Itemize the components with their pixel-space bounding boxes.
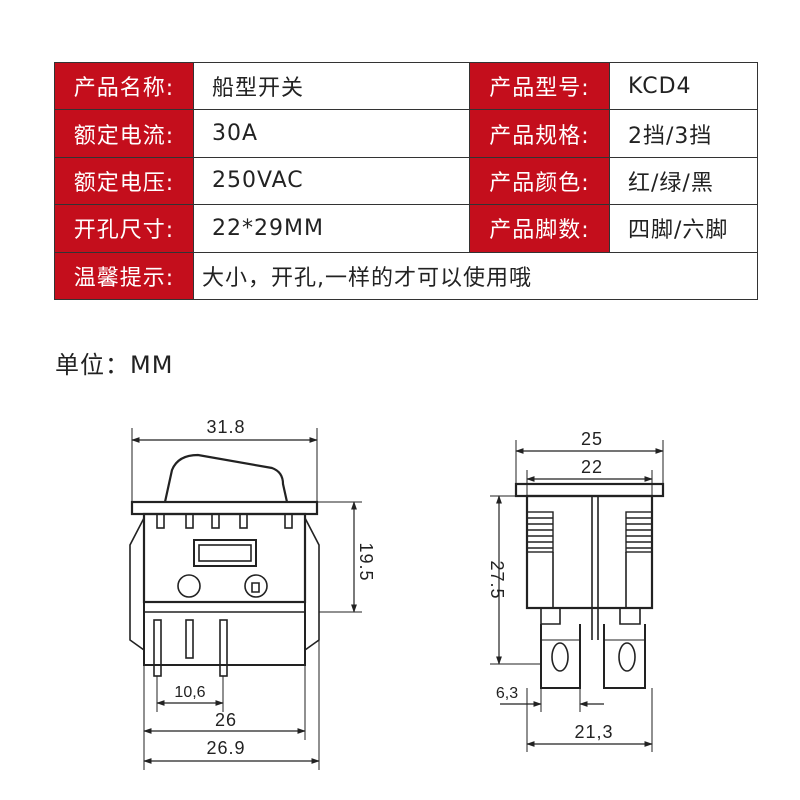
terminal-hole bbox=[551, 642, 569, 672]
dim-21-3: 21,3 bbox=[574, 722, 613, 742]
value-rated-voltage: 250VAC bbox=[193, 156, 470, 206]
label-spec: 产品规格: bbox=[469, 109, 610, 158]
dim-6-3: 6,3 bbox=[496, 685, 518, 702]
dim-26: 26 bbox=[215, 710, 237, 730]
value-tip: 大小，开孔,一样的才可以使用哦 bbox=[193, 251, 758, 301]
table-row: 额定电流: 30A 产品规格: 2挡/3挡 bbox=[54, 109, 758, 158]
value-product-name: 船型开关 bbox=[193, 61, 470, 111]
value-color: 红/绿/黑 bbox=[609, 156, 758, 206]
indicator-window-inner bbox=[198, 544, 252, 562]
side-view: 25 22 27.5 6,3 21,3 bbox=[487, 429, 665, 752]
label-product-name: 产品名称: bbox=[54, 61, 194, 111]
base-step bbox=[619, 608, 641, 625]
base-step bbox=[540, 608, 561, 625]
terminal-hole bbox=[618, 642, 636, 672]
dim-26-9: 26.9 bbox=[206, 738, 245, 758]
flange bbox=[130, 500, 319, 516]
slot bbox=[211, 513, 220, 529]
label-cutout-size: 开孔尺寸: bbox=[54, 204, 194, 253]
ribbed-clip-right bbox=[625, 511, 653, 553]
dim-19-5: 19.5 bbox=[356, 542, 376, 581]
mount-hole-square bbox=[251, 582, 260, 593]
table-row: 额定电压: 250VAC 产品颜色: 红/绿/黑 bbox=[54, 156, 758, 206]
slot bbox=[284, 513, 293, 529]
dim-10-6: 10,6 bbox=[174, 684, 205, 701]
switch-body bbox=[142, 512, 307, 604]
value-spec: 2挡/3挡 bbox=[609, 109, 758, 158]
switch-base bbox=[143, 602, 306, 666]
side-flange bbox=[514, 482, 665, 498]
dim-27-5: 27.5 bbox=[487, 560, 507, 599]
indicator-window bbox=[193, 539, 257, 567]
value-model: KCD4 bbox=[609, 61, 758, 111]
slot bbox=[185, 513, 194, 529]
mount-hole bbox=[177, 574, 201, 598]
dim-22: 22 bbox=[581, 457, 603, 477]
unit-label: 单位：MM bbox=[55, 351, 174, 379]
label-rated-voltage: 额定电压: bbox=[54, 156, 194, 206]
label-tip: 温馨提示: bbox=[54, 251, 194, 301]
pin bbox=[219, 619, 228, 677]
rocker-shape bbox=[163, 453, 289, 503]
value-rated-current: 30A bbox=[193, 109, 470, 158]
pin bbox=[153, 619, 162, 677]
front-view: 31.8 19.5 10,6 26 26.9 bbox=[129, 417, 376, 770]
label-color: 产品颜色: bbox=[469, 156, 610, 206]
dim-31-8: 31.8 bbox=[206, 417, 245, 437]
value-pin-count: 四脚/六脚 bbox=[609, 204, 758, 253]
terminal bbox=[603, 624, 646, 689]
label-rated-current: 额定电流: bbox=[54, 109, 194, 158]
ribbed-clip-left bbox=[526, 511, 554, 553]
table-row: 温馨提示: 大小，开孔,一样的才可以使用哦 bbox=[54, 251, 758, 301]
slot bbox=[156, 513, 165, 529]
spec-table: 产品名称: 船型开关 产品型号: KCD4 额定电流: 30A 产品规格: 2挡… bbox=[54, 61, 758, 301]
side-clip-left bbox=[129, 517, 145, 651]
table-row: 产品名称: 船型开关 产品型号: KCD4 bbox=[54, 61, 758, 111]
pin bbox=[185, 619, 194, 659]
slot bbox=[239, 513, 248, 529]
side-clip-right bbox=[304, 517, 320, 651]
mount-hole bbox=[244, 574, 268, 598]
terminal bbox=[540, 624, 581, 689]
dim-25: 25 bbox=[581, 429, 603, 449]
